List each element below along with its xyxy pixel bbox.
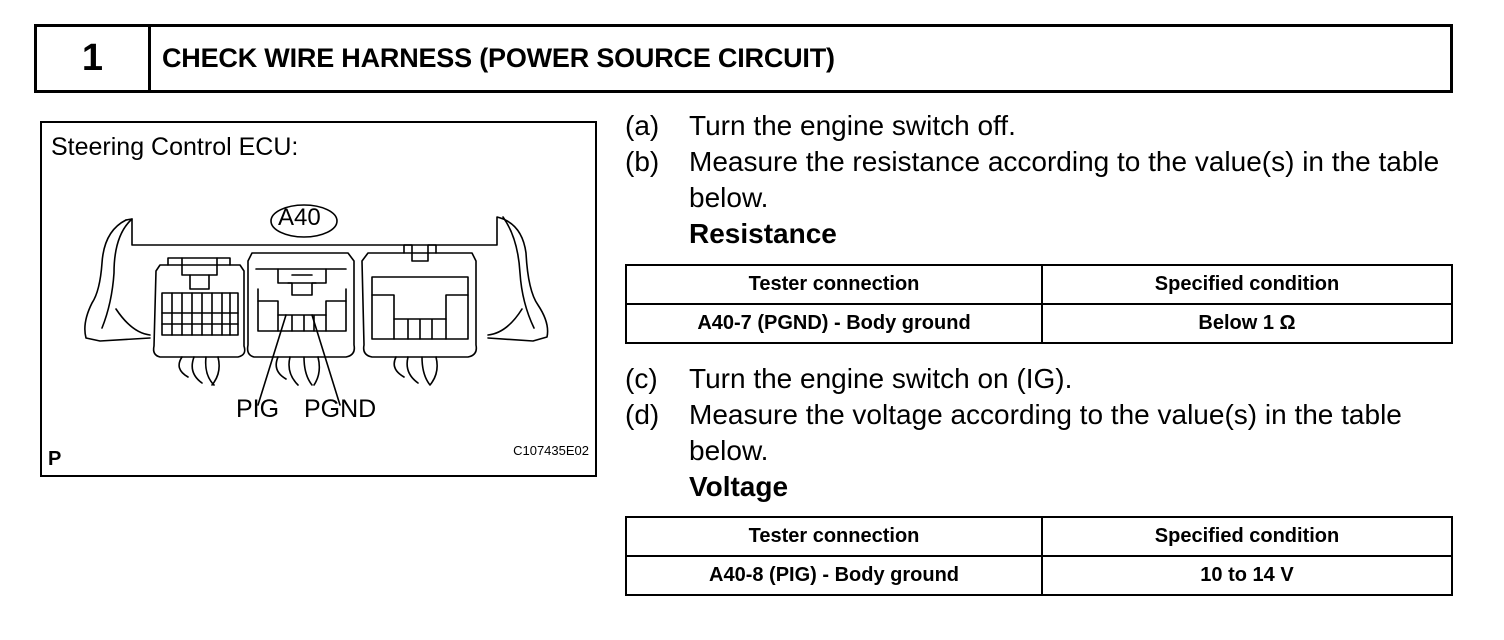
voltage-heading: Voltage	[689, 471, 789, 502]
resistance-table: Tester connection Specified condition A4…	[625, 264, 1453, 344]
step-header: 1 CHECK WIRE HARNESS (POWER SOURCE CIRCU…	[34, 24, 1453, 93]
table-cell: A40-7 (PGND) - Body ground	[625, 303, 1043, 344]
pin-label-pgnd: PGND	[304, 395, 377, 423]
step-text: Measure the resistance according to the …	[689, 146, 1440, 213]
table-header-cell: Tester connection	[625, 516, 1043, 557]
ecu-connector-figure: Steering Control ECU: A40 PIG PGND P C10…	[40, 121, 597, 477]
step-text: Turn the engine switch off.	[689, 110, 1016, 141]
step-text: Turn the engine switch on (IG).	[689, 363, 1073, 394]
pin-label-pig: PIG	[236, 395, 280, 423]
table-cell: A40-8 (PIG) - Body ground	[625, 555, 1043, 596]
table-header-cell: Tester connection	[625, 264, 1043, 305]
procedure-steps-2: (c) Turn the engine switch on (IG). (d) …	[625, 361, 1455, 505]
connector-label: A40	[278, 204, 321, 231]
step-b: (b) Measure the resistance according to …	[625, 144, 1455, 216]
figure-caption: Steering Control ECU:	[51, 133, 299, 161]
step-text: Measure the voltage according to the val…	[689, 399, 1402, 466]
step-a: (a) Turn the engine switch off.	[625, 108, 1455, 144]
table-cell: Below 1 Ω	[1041, 303, 1453, 344]
step-d: (d) Measure the voltage according to the…	[625, 397, 1455, 469]
step-letter: (c)	[625, 363, 658, 394]
ecu-connector-illustration	[84, 204, 549, 406]
figure-corner-mark: P	[48, 448, 62, 470]
table-row: A40-8 (PIG) - Body ground 10 to 14 V	[625, 555, 1453, 596]
voltage-table: Tester connection Specified condition A4…	[625, 516, 1453, 596]
table-header-row: Tester connection Specified condition	[625, 516, 1453, 557]
resistance-heading: Resistance	[689, 218, 837, 249]
step-title: CHECK WIRE HARNESS (POWER SOURCE CIRCUIT…	[162, 43, 835, 73]
table-row: A40-7 (PGND) - Body ground Below 1 Ω	[625, 303, 1453, 344]
step-letter: (a)	[625, 110, 660, 141]
step-number: 1	[37, 27, 151, 90]
table-cell: 10 to 14 V	[1041, 555, 1453, 596]
figure-code: C107435E02	[513, 443, 589, 458]
step-c: (c) Turn the engine switch on (IG).	[625, 361, 1455, 397]
table-header-cell: Specified condition	[1041, 516, 1453, 557]
step-letter: (d)	[625, 399, 660, 430]
procedure-steps-1: (a) Turn the engine switch off. (b) Meas…	[625, 108, 1455, 252]
step-letter: (b)	[625, 146, 660, 177]
table-header-row: Tester connection Specified condition	[625, 264, 1453, 305]
table-header-cell: Specified condition	[1041, 264, 1453, 305]
